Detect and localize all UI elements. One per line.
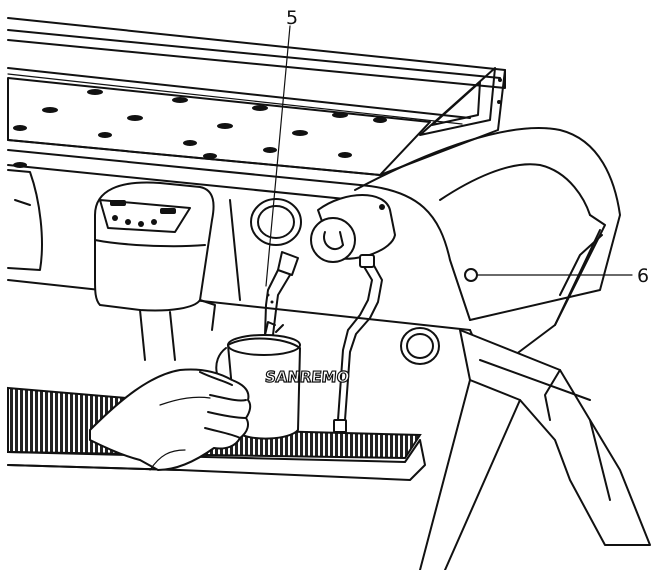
right-leg: [419, 329, 651, 570]
svg-text:SANREMO: SANREMO: [264, 368, 350, 386]
hot-water-wand: [333, 254, 383, 433]
steam-valve-knob: [250, 198, 302, 246]
callout-6: 6: [476, 265, 649, 287]
brand-logo: SANREMO: [264, 367, 351, 386]
group-head: [94, 181, 216, 361]
callout-5-label: 5: [286, 7, 298, 29]
cup-warmer-rail: [7, 17, 506, 125]
cup-warmer-tray: [7, 77, 431, 176]
steam-wand: [264, 251, 299, 336]
hand: [89, 368, 252, 471]
callout-6-label: 6: [637, 265, 649, 287]
machine-body: [7, 127, 621, 359]
hot-water-button: [400, 327, 440, 365]
callout-5: 5: [265, 7, 298, 287]
steam-lever: [310, 194, 396, 263]
indicator-light: [464, 268, 478, 282]
left-group-head: [7, 169, 43, 271]
